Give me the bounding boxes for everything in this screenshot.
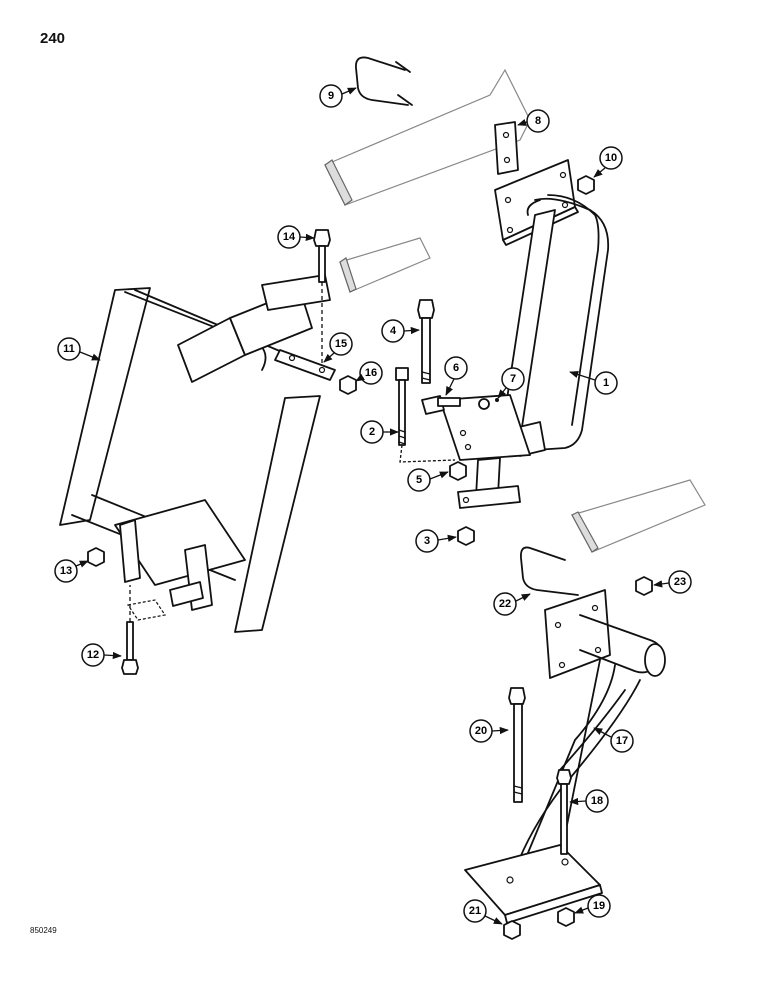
callout-9: 9 [319,84,357,108]
svg-text:20: 20 [475,725,487,737]
nut-23 [635,576,653,596]
svg-text:11: 11 [63,343,75,355]
svg-text:3: 3 [424,535,430,547]
svg-text:9: 9 [328,90,334,102]
svg-text:8: 8 [535,115,541,127]
lower-frame-beam [571,479,706,553]
callout-15: 15 [323,332,353,363]
svg-text:7: 7 [510,373,516,385]
callout-19: 19 [574,894,611,918]
svg-text:22: 22 [499,598,511,610]
callout-7: 7 [497,367,525,399]
callout-2: 2 [360,420,399,444]
svg-text:4: 4 [390,325,397,337]
callout-16: 16 [355,361,383,385]
callout-6: 6 [444,356,468,396]
svg-text:13: 13 [60,565,72,577]
u-bolt-lower [520,546,579,596]
svg-text:10: 10 [605,152,617,164]
svg-text:15: 15 [335,338,347,350]
nut-16 [339,375,357,395]
bolt-12 [121,585,167,675]
svg-text:5: 5 [416,474,422,486]
callout-8: 8 [517,109,550,133]
center-beam-block [339,237,431,293]
svg-text:23: 23 [674,576,686,588]
clamp-plate-upper [494,121,519,175]
callout-17: 17 [593,727,634,753]
svg-text:16: 16 [365,367,377,379]
callout-11: 11 [57,337,101,361]
callout-5: 5 [407,468,449,492]
lower-stand [464,589,666,924]
svg-text:19: 19 [593,900,605,912]
nut-upper [577,175,595,195]
svg-text:17: 17 [616,735,628,747]
bolt-18 [556,769,572,855]
bolt-20 [508,687,526,803]
callout-13: 13 [54,559,89,583]
callout-12: 12 [81,643,122,667]
callout-14: 14 [277,225,315,249]
bolt-pivot [417,299,435,384]
nut-13 [87,547,105,567]
svg-text:12: 12 [87,649,99,661]
callout-18: 18 [569,789,609,813]
right-mount-bracket [439,159,610,509]
nut-21 [503,920,521,940]
nut-19 [557,907,575,927]
callout-22: 22 [493,592,531,616]
callout-23: 23 [653,570,692,594]
clamp-plate-15 [274,349,336,381]
svg-text:18: 18 [591,795,603,807]
callout-21: 21 [463,899,503,925]
u-bolt-upper [355,56,413,106]
nut-5 [449,461,467,481]
figure-code: 850249 [30,926,57,935]
svg-text:21: 21 [469,905,481,917]
svg-text:6: 6 [453,362,459,374]
page-number: 240 [40,30,66,47]
nut-3 [457,526,475,546]
callout-1: 1 [569,371,618,395]
callout-3: 3 [415,529,457,553]
upper-frame-beam [324,68,531,206]
callout-4: 4 [381,319,420,343]
svg-text:14: 14 [283,231,296,243]
callout-10: 10 [593,146,623,178]
left-frame [59,274,331,633]
callout-20: 20 [469,719,509,743]
svg-text:1: 1 [603,377,609,389]
svg-text:2: 2 [369,426,375,438]
clevis-pin [421,395,499,415]
bolt-long [395,367,456,463]
